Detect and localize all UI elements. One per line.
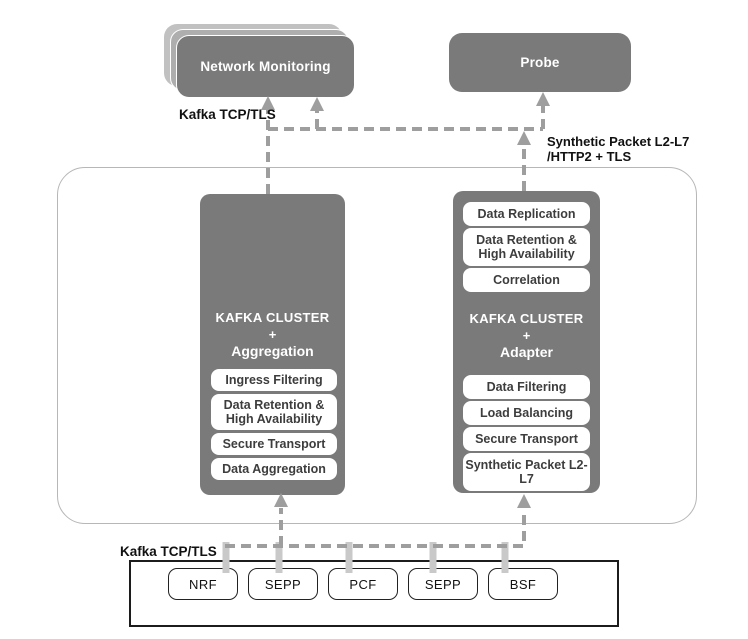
feature-item: Data Retention & High Availability bbox=[463, 228, 590, 266]
feature-item: Data Aggregation bbox=[211, 458, 337, 480]
cluster-subtitle: Aggregation bbox=[231, 343, 314, 359]
kafka-tcp-tls-bottom-label: Kafka TCP/TLS bbox=[120, 544, 217, 559]
network-monitoring-label: Network Monitoring bbox=[200, 59, 331, 74]
feature-item: Correlation bbox=[463, 268, 590, 292]
feature-item: Secure Transport bbox=[211, 433, 337, 455]
feature-item: Data Retention & High Availability bbox=[211, 394, 337, 430]
arrow-bus-to-probe bbox=[536, 92, 550, 129]
cluster-subtitle: Adapter bbox=[500, 344, 553, 360]
nf-item-sepp-2: SEPP bbox=[408, 568, 478, 600]
network-monitoring-box: Network Monitoring bbox=[176, 35, 355, 98]
nf-item-sepp-1: SEPP bbox=[248, 568, 318, 600]
network-functions-box: NRF SEPP PCF SEPP BSF bbox=[129, 560, 619, 627]
cluster-plus: + bbox=[268, 327, 277, 342]
feature-item: Ingress Filtering bbox=[211, 369, 337, 391]
synthetic-packet-label-line1: Synthetic Packet L2-L7 bbox=[547, 134, 690, 149]
cluster-title-line: KAFKA CLUSTER bbox=[215, 310, 330, 325]
network-monitoring-node: Network Monitoring bbox=[164, 24, 357, 99]
synthetic-packet-label-line2: /HTTP2 + TLS bbox=[547, 149, 632, 164]
feature-item: Data Filtering bbox=[463, 375, 590, 399]
kafka-cluster-aggregation-title: KAFKA CLUSTER + Aggregation bbox=[200, 309, 345, 360]
nf-item-bsf: BSF bbox=[488, 568, 558, 600]
probe-label: Probe bbox=[520, 55, 560, 70]
kafka-cluster-aggregation-node: KAFKA CLUSTER + Aggregation Ingress Filt… bbox=[200, 194, 345, 495]
feature-item: Data Replication bbox=[463, 202, 590, 226]
kafka-tcp-tls-top-label: Kafka TCP/TLS bbox=[179, 107, 276, 122]
probe-node: Probe bbox=[449, 33, 631, 92]
cluster-plus: + bbox=[522, 328, 531, 343]
adapter-bottom-feature-list: Data Filtering Load Balancing Secure Tra… bbox=[463, 375, 590, 491]
kafka-cluster-adapter-node: Data Replication Data Retention & High A… bbox=[453, 191, 600, 493]
feature-item: Load Balancing bbox=[463, 401, 590, 425]
arrow-bus-to-network-monitoring bbox=[310, 97, 324, 129]
network-functions-row: NRF SEPP PCF SEPP BSF bbox=[168, 568, 558, 600]
adapter-top-feature-list: Data Replication Data Retention & High A… bbox=[463, 202, 590, 292]
platform-boundary bbox=[57, 167, 697, 524]
feature-item: Secure Transport bbox=[463, 427, 590, 451]
nf-item-pcf: PCF bbox=[328, 568, 398, 600]
nf-item-nrf: NRF bbox=[168, 568, 238, 600]
synthetic-packet-label: Synthetic Packet L2-L7 /HTTP2 + TLS bbox=[547, 134, 689, 164]
kafka-cluster-adapter-title: KAFKA CLUSTER + Adapter bbox=[453, 310, 600, 361]
cluster-title-line: KAFKA CLUSTER bbox=[469, 311, 584, 326]
feature-item: Synthetic Packet L2-L7 bbox=[463, 453, 590, 491]
aggregation-feature-list: Ingress Filtering Data Retention & High … bbox=[211, 369, 337, 480]
